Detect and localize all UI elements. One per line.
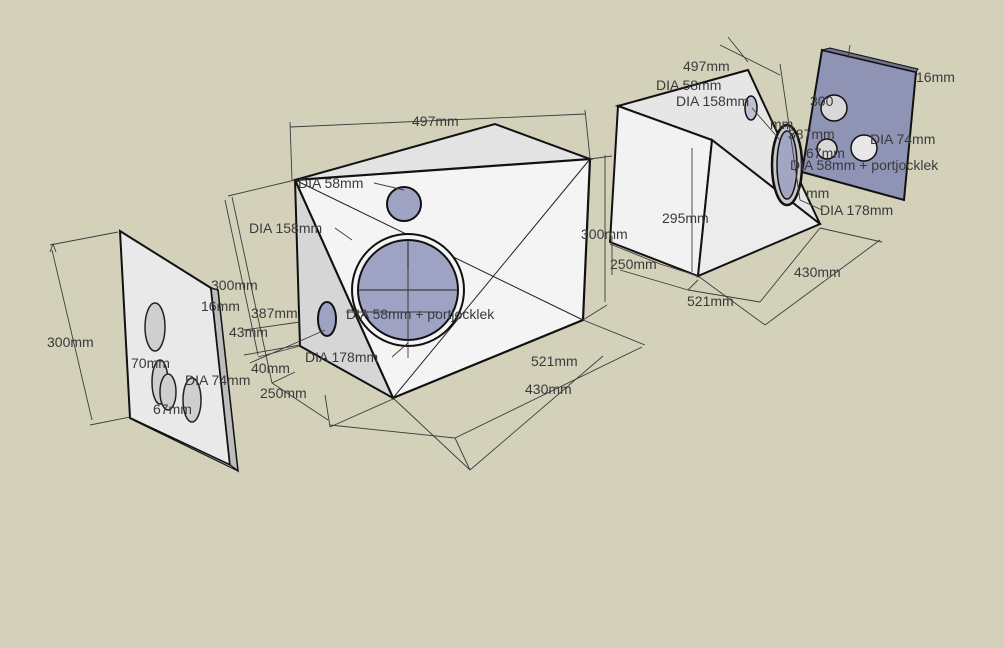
label-front-tweeter: DIA 58mm [298,175,363,191]
label-front-387: 387mm [251,305,298,321]
label-left-74: DIA 74mm [185,372,250,388]
label-front-height: 300mm [211,277,258,293]
label-rpanel-port: DIA 58mm + portjocklek [790,157,939,173]
label-rpanel-16: 16mm [916,69,955,85]
label-front-40: 40mm [251,360,290,376]
label-right-dia158: DIA 158mm [676,93,749,109]
front-tweeter-hole [386,186,422,222]
left-panel-hole-right [182,377,202,423]
front-box-side-face [294,179,396,401]
right-box [608,68,822,278]
left-panel-hole-top [144,302,166,352]
label-right-250: 250mm [610,256,657,272]
right-box-tweeter-hole [744,95,758,121]
label-right-dia178: DIA 178mm [820,202,893,218]
label-left-67: 67mm [153,401,192,417]
rpanel-edge [821,47,919,73]
label-front-port: DIA 58mm + portjocklek [346,306,495,322]
label-front-521: 521mm [531,353,578,369]
left-side-panel [118,229,239,473]
label-front-depth: 250mm [260,385,307,401]
label-right-387: 387mm [788,126,835,142]
rpanel-face [800,48,918,202]
label-right-67: 67mm [806,145,845,161]
label-right-dia58: DIA 58mm [656,77,721,93]
label-front-430: 430mm [525,381,572,397]
label-right-521: 521mm [687,293,734,309]
label-right-width: 497mm [683,58,730,74]
rpanel-hole-a [816,138,838,160]
right-blue-panel [800,47,919,202]
front-port-hole [317,301,337,337]
label-right-small-mm: mm [806,185,829,201]
rpanel-hole-b [850,134,878,162]
label-left-16: 16mm [201,298,240,314]
label-front-43: 43mm [229,324,268,340]
label-front-width: 497mm [412,113,459,129]
label-left-70: 70mm [131,355,170,371]
label-rpanel-74: DIA 74mm [870,131,935,147]
rpanel-hole-top [820,94,848,122]
left-panel-bottom-edge [129,417,239,472]
label-front-woofer-outer: DIA 178mm [305,349,378,365]
label-right-430: 430mm [794,264,841,280]
label-right-295: 295mm [662,210,709,226]
label-right-mm: mm [770,116,793,132]
dimension-lines [49,36,883,471]
label-rpanel-300: 300 [810,93,834,109]
label-front-woofer: DIA 158mm [249,220,322,236]
left-panel-face [118,229,232,467]
label-right-300: 300mm [581,226,628,242]
right-box-front-face [696,138,822,278]
dimension-labels: 497mm DIA 58mm DIA 158mm 300mm 16mm 387m… [47,58,955,417]
front-box [293,122,594,401]
left-panel-hole-mid-b [159,373,177,411]
label-left-height: 300mm [47,334,94,350]
front-box-diagonal-2 [392,158,591,399]
